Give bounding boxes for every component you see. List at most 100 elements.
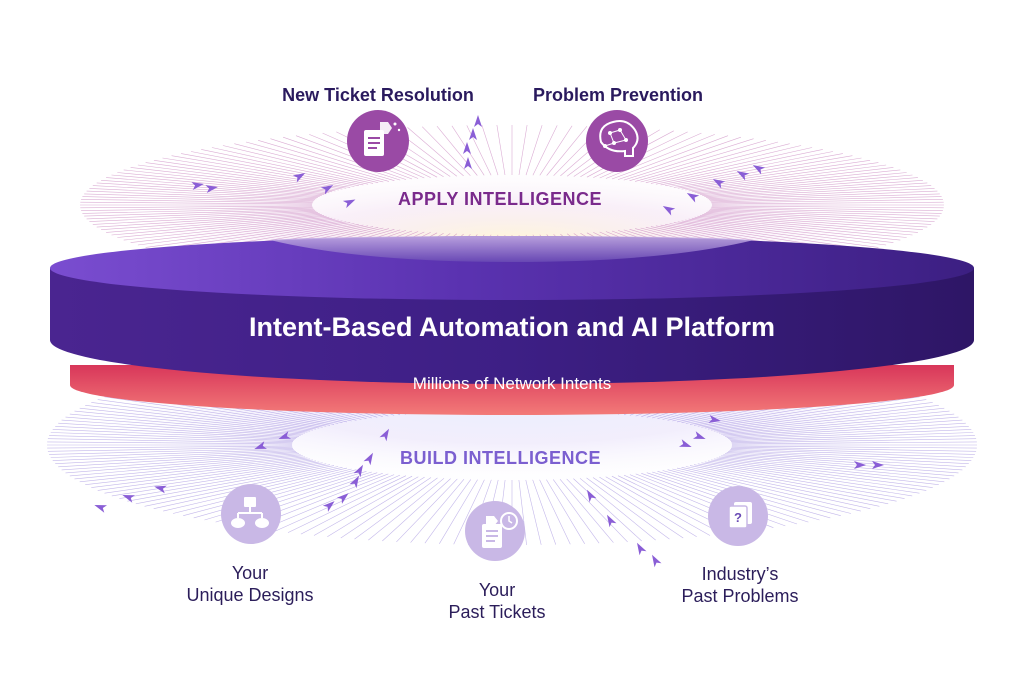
top-ray: [711, 199, 943, 204]
bottom-ray: [52, 450, 295, 461]
top-ray: [89, 210, 317, 222]
top-ray: [518, 124, 528, 176]
bottom-ray: [104, 396, 320, 429]
build-intelligence-label: BUILD INTELLIGENCE: [400, 448, 601, 468]
bottom-ray: [79, 457, 308, 483]
top-ray: [685, 164, 887, 191]
top-ray: [258, 140, 395, 181]
top-ray: [710, 196, 942, 203]
platform-band: [50, 268, 974, 384]
top-ray: [421, 126, 471, 176]
top-ray: [80, 201, 313, 205]
bottom-ray: [729, 429, 972, 440]
bottom-ray: [65, 416, 301, 436]
bottom-ray: [711, 402, 933, 431]
top-ray: [699, 177, 918, 195]
bottom-ray: [711, 459, 933, 488]
top-ray: [92, 212, 318, 225]
top-ray: [706, 212, 932, 225]
flow-arrow: [363, 452, 373, 466]
bottom-ray: [55, 451, 296, 464]
flow-arrow: [463, 142, 471, 154]
top-ray: [673, 157, 862, 188]
brain-network-icon: [586, 110, 648, 172]
top-ray: [111, 174, 327, 195]
flow-arrow: [342, 199, 356, 209]
top-ray: [629, 140, 766, 181]
past-tickets-label: Your Past Tickets: [397, 579, 597, 623]
top-ray: [635, 141, 779, 182]
past-tickets-line2: Past Tickets: [448, 602, 546, 622]
bottom-ray: [713, 458, 939, 485]
bottom-ray: [262, 474, 395, 530]
top-ray: [190, 151, 364, 186]
question-cards-icon: ?: [708, 486, 768, 546]
top-ray: [162, 157, 351, 188]
top-ray: [707, 210, 935, 222]
bottom-ray: [91, 459, 313, 488]
top-ray: [710, 207, 942, 214]
top-ray: [81, 206, 313, 211]
bottom-ray: [135, 465, 335, 505]
flow-arrow: [278, 431, 292, 440]
top-ray: [665, 153, 843, 186]
bottom-ray: [713, 405, 939, 432]
bottom-ray: [55, 426, 296, 439]
flow-arrow: [712, 179, 726, 189]
bottom-ray: [104, 461, 320, 494]
flow-arrow: [678, 439, 692, 448]
bottom-ray: [701, 462, 913, 497]
bottom-ray: [704, 461, 920, 494]
platform-top-face: [50, 236, 974, 300]
top-ray: [706, 185, 932, 198]
flow-arrow: [336, 493, 349, 504]
bottom-ray: [52, 429, 295, 440]
flow-arrow: [587, 489, 597, 503]
bottom-ray: [707, 460, 927, 491]
top-ray: [137, 164, 339, 191]
bottom-ray: [287, 475, 407, 533]
bottom-ray: [58, 452, 298, 468]
bottom-ray: [49, 435, 294, 442]
bottom-ray: [721, 413, 955, 435]
top-ray: [123, 217, 333, 241]
bottom-ray: [716, 407, 945, 433]
bottom-ray: [605, 476, 711, 536]
flow-arrow: [607, 514, 617, 528]
top-ray: [245, 141, 389, 182]
flow-arrow: [320, 185, 334, 195]
top-ray: [222, 145, 379, 183]
top-ray: [655, 149, 823, 185]
bottom-ray: [368, 478, 445, 541]
bottom-ray: [552, 479, 600, 544]
flow-arrow: [652, 554, 662, 568]
bottom-ray: [518, 479, 527, 546]
top-ray: [704, 182, 928, 197]
bottom-ray: [127, 464, 331, 502]
top-ray: [80, 205, 313, 209]
bottom-ray: [718, 410, 950, 434]
flow-arrow: [469, 128, 477, 140]
bottom-ray: [410, 479, 465, 543]
top-ray: [650, 147, 813, 184]
bottom-ray: [119, 463, 327, 499]
top-ray: [711, 205, 944, 209]
platform-dish: [270, 236, 754, 262]
bottom-ray: [611, 475, 724, 535]
bottom-ray: [728, 451, 969, 464]
flow-arrow: [637, 542, 647, 556]
problem-prevention-label: Problem Prevention: [532, 85, 704, 105]
bottom-ray: [439, 479, 478, 544]
bottom-ray: [275, 474, 401, 532]
top-ray: [181, 153, 359, 186]
ticket-tag-icon: [347, 110, 409, 172]
flow-arrows: [94, 115, 884, 568]
top-ray: [707, 188, 935, 200]
bottom-ray: [704, 396, 920, 429]
bottom-ray: [74, 456, 306, 480]
bottom-ray: [47, 441, 293, 445]
top-ray: [710, 193, 940, 202]
top-ray: [546, 126, 588, 176]
bottom-ray: [729, 450, 972, 461]
